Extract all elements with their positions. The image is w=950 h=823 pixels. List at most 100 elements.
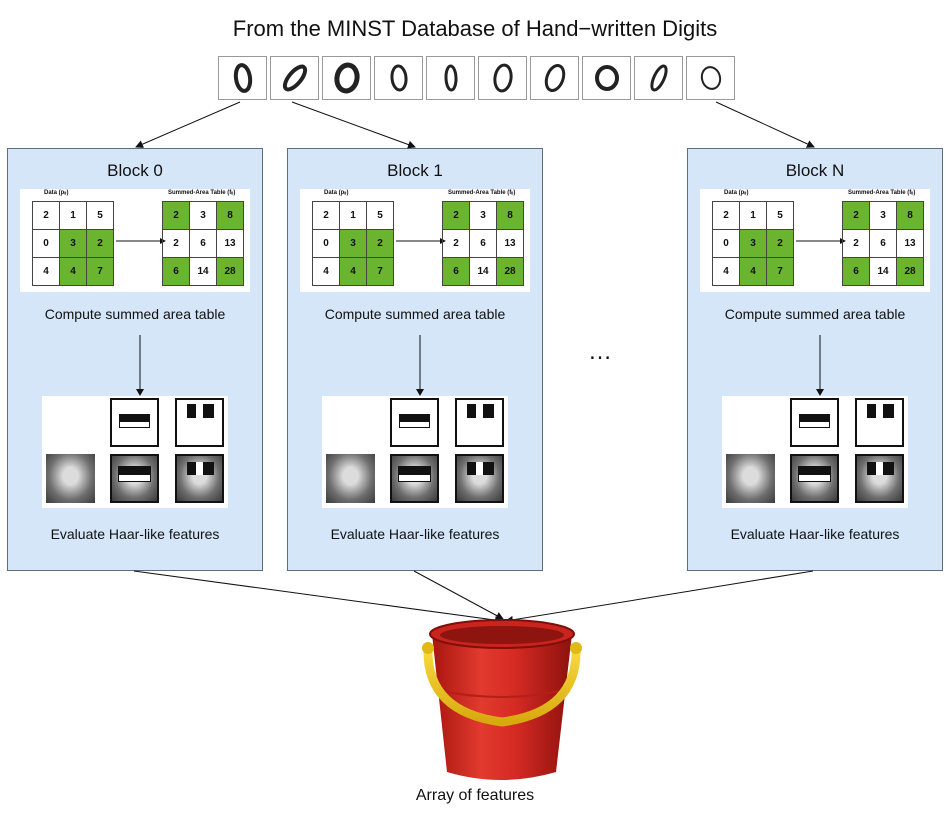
digit-image — [634, 56, 683, 100]
haar-features-illustration — [42, 396, 228, 508]
summed-area-grid-cell: 14 — [869, 257, 897, 286]
handwritten-zero-icon — [333, 62, 360, 94]
summed-area-grid-cell: 14 — [189, 257, 217, 286]
arrow-block-1-to-bucket — [413, 570, 504, 620]
digit-image — [218, 56, 267, 100]
horizontal-haar-feature-icon — [790, 398, 839, 447]
sat-label: Summed-Area Table (fᵢⱼ) — [848, 190, 916, 196]
summed-area-grid-cell: 13 — [896, 229, 924, 258]
summed-area-grid-cell: 13 — [216, 229, 244, 258]
handwritten-zero-icon — [282, 64, 307, 92]
vertical-haar-feature-icon — [855, 398, 904, 447]
face-photo-horizontal-feature-icon — [390, 454, 439, 503]
sat-label: Summed-Area Table (fᵢⱼ) — [448, 190, 516, 196]
data-grid-cell: 7 — [86, 257, 114, 286]
summed-area-grid-cell: 8 — [896, 201, 924, 230]
handwritten-zero-icon — [594, 65, 619, 91]
handwritten-zero-icon — [649, 64, 668, 92]
digit-image — [426, 56, 475, 100]
summed-area-grid-cell: 14 — [469, 257, 497, 286]
data-label: Data (pᵢⱼ) — [324, 190, 349, 196]
data-grid-cell: 2 — [766, 229, 794, 258]
caption-compute-sat: Compute summed area table — [324, 306, 506, 322]
summed-area-grid-cell: 28 — [896, 257, 924, 286]
horizontal-haar-feature-icon — [110, 398, 159, 447]
data-grid-cell: 5 — [366, 201, 394, 230]
face-photo-horizontal-feature-icon — [110, 454, 159, 503]
block-0: Block 0 Data (pᵢⱼ)Summed-Area Table (fᵢⱼ)… — [7, 148, 263, 571]
caption-compute-sat: Compute summed area table — [44, 306, 226, 322]
handwritten-zero-icon — [700, 66, 721, 90]
digit-image — [322, 56, 371, 100]
vertical-haar-feature-icon — [175, 398, 224, 447]
data-grid-cell: 5 — [766, 201, 794, 230]
summed-area-grid-cell: 13 — [496, 229, 524, 258]
data-grid-cell: 1 — [339, 201, 367, 230]
summed-area-grid-cell: 2 — [842, 201, 870, 230]
caption-evaluate-haar: Evaluate Haar-like features — [50, 526, 220, 542]
face-photo-icon — [326, 454, 375, 503]
data-grid-cell: 4 — [32, 257, 60, 286]
summed-area-grid-cell: 28 — [216, 257, 244, 286]
summed-area-grid-cell: 6 — [842, 257, 870, 286]
arrow-down-icon — [136, 335, 144, 396]
digit-image — [478, 56, 527, 100]
data-grid-cell: 7 — [766, 257, 794, 286]
data-grid-cell: 2 — [86, 229, 114, 258]
face-photo-icon — [726, 454, 775, 503]
digit-image — [374, 56, 423, 100]
summed-area-grid-cell: 8 — [496, 201, 524, 230]
data-grid-cell: 4 — [739, 257, 767, 286]
arrow-digits-to-block-n — [715, 101, 815, 148]
handwritten-zero-icon — [544, 63, 565, 93]
summed-area-grid-cell: 6 — [162, 257, 190, 286]
handwritten-zero-icon — [389, 64, 408, 92]
digit-image — [582, 56, 631, 100]
haar-features-illustration — [722, 396, 908, 508]
summed-area-grid-cell: 2 — [442, 229, 470, 258]
data-label: Data (pᵢⱼ) — [724, 190, 749, 196]
block-n: Block N Data (pᵢⱼ) Summed-Area Table (fᵢⱼ)… — [687, 148, 943, 571]
face-photo-vertical-feature-icon — [175, 454, 224, 503]
data-grid-cell: 0 — [32, 229, 60, 258]
horizontal-haar-feature-icon — [390, 398, 439, 447]
face-photo-vertical-feature-icon — [855, 454, 904, 503]
data-grid-cell: 2 — [712, 201, 740, 230]
summed-area-grid-cell: 6 — [189, 229, 217, 258]
arrow-down-icon — [816, 335, 824, 396]
face-photo-icon — [46, 454, 95, 503]
face-photo-horizontal-feature-icon — [790, 454, 839, 503]
arrow-block-n-to-bucket — [505, 570, 814, 624]
block-title: Block N — [785, 161, 845, 180]
arrow-digits-to-block-1 — [291, 101, 416, 149]
data-grid-cell: 4 — [59, 257, 87, 286]
data-grid-cell: 3 — [59, 229, 87, 258]
summed-area-grid-cell: 8 — [216, 201, 244, 230]
face-photo-vertical-feature-icon — [455, 454, 504, 503]
data-label: Data (pᵢⱼ) — [44, 190, 69, 196]
block-title: Block 0 — [107, 161, 163, 180]
haar-features-illustration — [322, 396, 508, 508]
page-title: From the MINST Database of Hand−written … — [232, 16, 718, 41]
arrow-digits-to-block-0 — [135, 101, 241, 148]
data-grid-cell: 3 — [739, 229, 767, 258]
summed-area-grid-cell: 2 — [442, 201, 470, 230]
data-grid-cell: 2 — [366, 229, 394, 258]
data-grid-cell: 7 — [366, 257, 394, 286]
caption-compute-sat: Compute summed area table — [724, 306, 906, 322]
digit-image — [270, 56, 319, 100]
caption-evaluate-haar: Evaluate Haar-like features — [730, 526, 900, 542]
digit-image — [686, 56, 735, 100]
arrow-down-icon — [416, 335, 424, 396]
digit-strip — [218, 56, 738, 102]
summed-area-grid-cell: 28 — [496, 257, 524, 286]
bucket-caption: Array of features — [415, 787, 535, 804]
